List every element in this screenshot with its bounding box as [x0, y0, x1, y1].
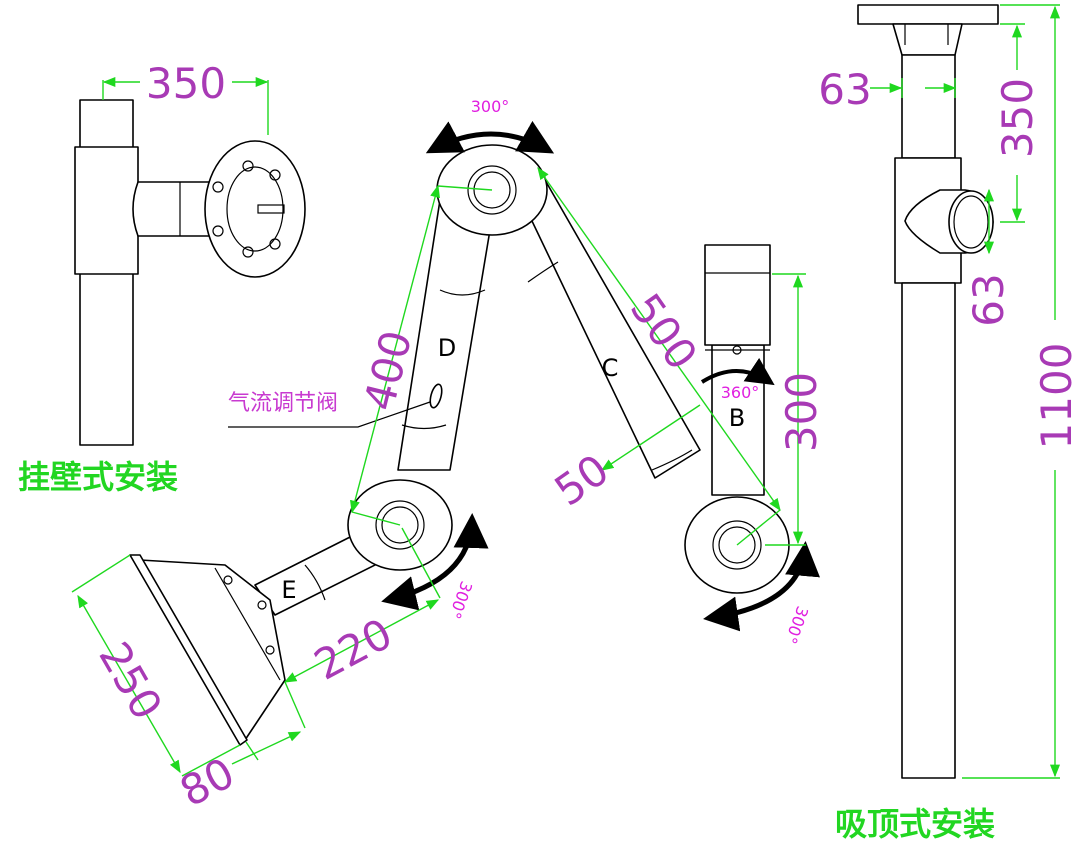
part-label-d: D — [438, 334, 456, 362]
dim-ceiling-flange-text: 63 — [818, 65, 871, 114]
ceiling-plate — [857, 4, 999, 25]
wall-tee — [74, 146, 139, 275]
caption-ceiling-mount: 吸顶式安装 — [835, 805, 995, 843]
part-label-c: C — [602, 354, 619, 382]
ceiling-pipe-upper — [901, 54, 956, 159]
dim-ceiling-drop: 350 — [993, 23, 1042, 223]
angle-swivel-b: 360° — [721, 383, 760, 402]
dim-ceiling-total-text: 1100 — [1032, 343, 1081, 450]
dim-ceiling-flange: 63 — [818, 65, 957, 114]
wall-flange — [204, 140, 306, 278]
part-label-b: B — [729, 404, 745, 432]
wall-mount-assembly — [74, 99, 306, 446]
dim-ceiling-total: 1100 — [962, 4, 1081, 779]
dim-wall-arm: 350 — [102, 59, 269, 135]
ceiling-mount-assembly — [857, 4, 999, 779]
dim-hood-depth-text: 80 — [172, 748, 242, 816]
part-label-e: E — [281, 576, 296, 604]
angle-elbow-right: 300° — [781, 604, 812, 647]
dim-ceiling-side: 63 — [964, 188, 1013, 327]
angle-elbow-left: 300° — [445, 579, 476, 622]
dim-hood-width-text: 250 — [89, 634, 172, 728]
dim-ceiling-side-text: 63 — [964, 273, 1013, 326]
rotation-arrow-top — [425, 120, 555, 154]
rotation-arrow-right — [703, 541, 820, 632]
dim-seg-b: 300 — [765, 273, 826, 546]
callout-damper: 气流调节阀 — [228, 391, 338, 416]
dim-wall-arm-text: 350 — [146, 59, 226, 108]
dim-seg-b-text: 300 — [777, 372, 826, 452]
dim-diameter-text: 50 — [546, 445, 618, 516]
rotation-arrow-left — [381, 513, 489, 611]
dim-seg-e-text: 220 — [306, 609, 400, 690]
dim-ceiling-drop-text: 350 — [993, 78, 1042, 158]
ceiling-pipe-lower — [901, 282, 956, 779]
angle-top-joint: 300° — [471, 97, 510, 116]
caption-wall-mount: 挂壁式安装 — [18, 458, 178, 496]
